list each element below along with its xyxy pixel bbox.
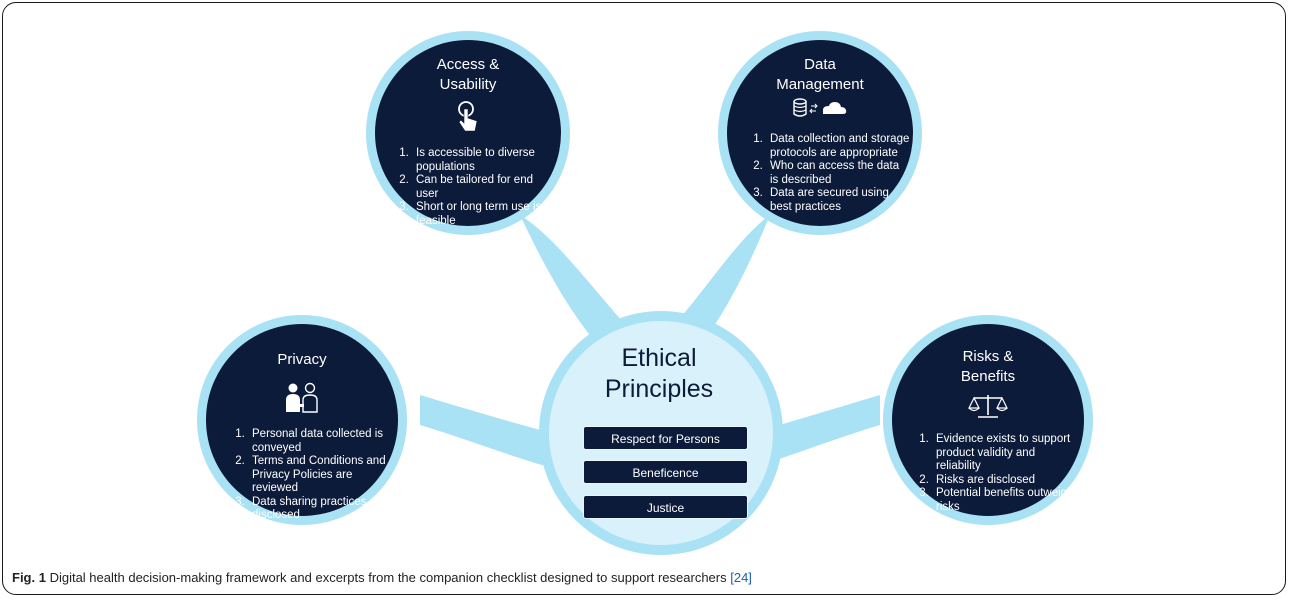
connector-privacy <box>420 395 560 470</box>
node-access-list: Is accessible to diverse populations Can… <box>380 147 550 228</box>
privacy-criteria-list: Personal data collected is conveyed Term… <box>216 428 392 523</box>
list-item: Data sharing practices are disclosed <box>248 496 392 523</box>
database-cloud-icon <box>793 98 847 117</box>
circle-risks <box>892 324 1084 516</box>
node-risks: Risks & Benefits <box>912 347 1064 419</box>
node-risks-list: Evidence exists to support product valid… <box>900 433 1076 514</box>
caption-label: Fig. 1 <box>12 570 46 585</box>
principle-beneficence: Beneficence <box>583 460 748 484</box>
node-access-title: Access & Usability <box>436 56 500 93</box>
circle-access <box>375 40 561 226</box>
access-criteria-list: Is accessible to diverse populations Can… <box>380 147 550 228</box>
list-item: Terms and Conditions and Privacy Policie… <box>248 455 392 496</box>
node-privacy: Privacy <box>226 350 378 414</box>
list-item: Data are secured using best practices <box>766 187 910 214</box>
balance-scale-icon <box>968 395 1008 418</box>
circle-privacy <box>206 324 398 516</box>
node-data: Data Management <box>744 55 896 118</box>
list-item: Personal data collected is conveyed <box>248 428 392 455</box>
center-title: Ethical Principles <box>604 344 714 403</box>
list-item: Risks are disclosed <box>932 474 1076 488</box>
figure-caption: Fig. 1 Digital health decision-making fr… <box>12 570 1272 585</box>
circle-data <box>727 40 913 226</box>
risks-criteria-list: Evidence exists to support product valid… <box>900 433 1076 514</box>
node-data-list: Data collection and storage protocols ar… <box>734 133 910 214</box>
touch-hand-icon <box>458 101 478 132</box>
node-data-title: Data Management <box>776 56 864 93</box>
node-risks-title: Risks & Benefits <box>960 348 1016 385</box>
principle-respect-for-persons: Respect for Persons <box>583 426 748 450</box>
node-privacy-list: Personal data collected is conveyed Term… <box>216 428 392 523</box>
node-privacy-title: Privacy <box>277 351 327 368</box>
caption-reference-link[interactable]: [24] <box>730 570 752 585</box>
people-privacy-icon <box>286 382 318 413</box>
data-criteria-list: Data collection and storage protocols ar… <box>734 133 910 214</box>
node-access: Access & Usability <box>392 55 544 133</box>
list-item: Can be tailored for end user <box>412 174 550 201</box>
list-item: Evidence exists to support product valid… <box>932 433 1076 474</box>
list-item: Data collection and storage protocols ar… <box>766 133 910 160</box>
list-item: Potential benefits outweigh risks <box>932 487 1076 514</box>
caption-text: Digital health decision-making framework… <box>45 570 731 585</box>
list-item: Short or long term use is feasible <box>412 201 550 228</box>
list-item: Is accessible to diverse populations <box>412 147 550 174</box>
list-item: Who can access the data is described <box>766 160 910 187</box>
principle-justice: Justice <box>583 495 748 519</box>
